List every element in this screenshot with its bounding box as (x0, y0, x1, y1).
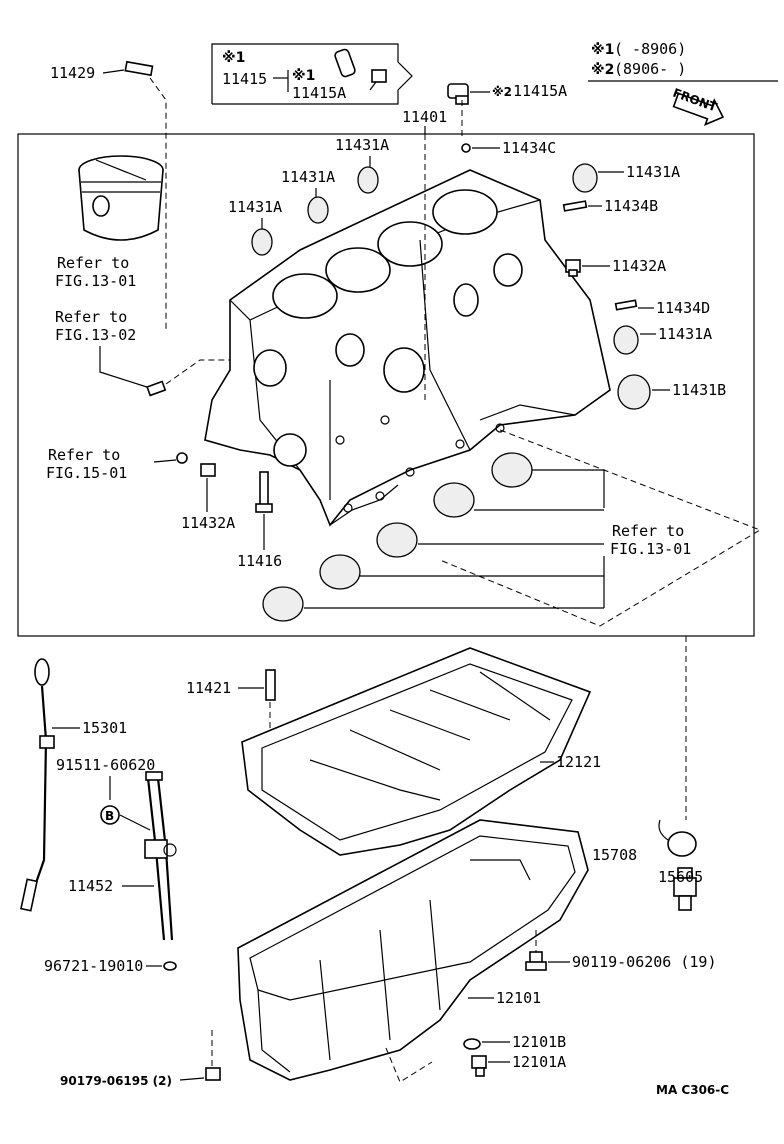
cylinder-block (204, 169, 611, 527)
label-11401: 11401 (402, 108, 447, 126)
label-12101B: 12101B (512, 1033, 566, 1051)
plug-1302-icon (146, 380, 167, 397)
label-11431B: 11431B (672, 381, 726, 399)
switch-15605-icon (673, 867, 697, 911)
label-11431A-l1: 11431A (281, 168, 335, 186)
drain-plug-12101A-icon (471, 1055, 487, 1077)
label-15301: 15301 (82, 719, 127, 737)
label-11432A-l: 11432A (181, 514, 235, 532)
label-90119: 90119-06206 (19) (572, 953, 717, 971)
label-12121: 12121 (556, 753, 601, 771)
plug-11432A-r-icon (565, 259, 581, 277)
plug-11431A-r2-icon (613, 325, 639, 355)
plug-11431A-r1-icon (572, 163, 598, 193)
label-11431A-r2: 11431A (658, 325, 712, 343)
pin-11434D-icon (614, 299, 638, 311)
inset-sub-part: 11415A (292, 84, 346, 102)
dipstick-15301 (20, 658, 55, 912)
pin-11434C-icon (461, 143, 471, 153)
plug-11432A-l-icon (200, 463, 216, 477)
main-bearings (262, 452, 533, 622)
legend: ※1 ( -8906) ※2 (8906- ) FRONT (588, 40, 778, 126)
bolt-11415A-icon (447, 83, 469, 105)
bolt-90119-icon (525, 951, 547, 971)
label-11431A-l2: 11431A (228, 198, 282, 216)
label-15708: 15708 (592, 846, 637, 864)
label-11434B: 11434B (604, 197, 658, 215)
label-11432A-r: 11432A (612, 257, 666, 275)
plug-1501-icon (176, 452, 188, 464)
label-96721: 96721-19010 (44, 957, 143, 975)
ref-1501-line2: FIG.15-01 (46, 464, 127, 482)
legend-note1-text: ( -8906) (614, 40, 686, 58)
diagram-code: MA C306-C (656, 1083, 729, 1097)
baffle-12121 (241, 647, 592, 856)
legend-note2-mark: ※2 (591, 62, 614, 78)
label-90179: 90179-06195 (2) (60, 1074, 172, 1088)
ref-1301c-line2: FIG.13-01 (610, 540, 691, 558)
plug-11431A-l2-icon (251, 228, 273, 256)
legend-note2-text: (8906- ) (614, 60, 686, 78)
inset-mark: ※1 (222, 50, 245, 66)
label-11416: 11416 (237, 552, 282, 570)
plug-11431A-top-icon (357, 166, 379, 194)
guide-11452 (144, 771, 177, 941)
pin-11434B-icon (562, 200, 588, 212)
label-91511: 91511-60620 (56, 756, 155, 774)
label-11431A-top: 11431A (335, 136, 389, 154)
label-11452: 11452 (68, 877, 113, 895)
label-11431A-r1: 11431A (626, 163, 680, 181)
label-11434D: 11434D (656, 299, 710, 317)
inset-main-part: 11415 (222, 70, 267, 88)
ref-1301-line2: FIG.13-01 (55, 272, 136, 290)
plug-11431B-icon (617, 374, 651, 410)
label-11421: 11421 (186, 679, 231, 697)
ref-1301-line1: Refer to (57, 254, 129, 272)
cylinder-block-frame (17, 133, 755, 637)
stud-11416-icon (255, 471, 273, 513)
legend-note1-mark: ※1 (591, 42, 614, 58)
ref-1301c-line1: Refer to (612, 522, 684, 540)
inset-11415: ※1 11415 ※1 11415A (211, 43, 413, 105)
gasket-12101B-icon (463, 1038, 481, 1050)
label-12101: 12101 (496, 989, 541, 1007)
label-15605-visible: 15605 (658, 868, 703, 886)
oil-pan-12101 (237, 819, 589, 1081)
label-11415A-2-mark: ※2 (492, 85, 512, 99)
label-11434C: 11434C (502, 139, 556, 157)
ref-1302-line2: FIG.13-02 (55, 326, 136, 344)
ref-1302-line1: Refer to (55, 308, 127, 326)
inset-sub-mark: ※1 (292, 68, 315, 84)
label-11415A-2: 11415A (513, 82, 567, 100)
sensor-15708-icon (658, 819, 697, 857)
plug-11431A-l1-icon (307, 196, 329, 224)
piston-icon (78, 155, 164, 241)
bolt-icon (334, 48, 387, 91)
stud-bolt-11429-icon (124, 60, 154, 77)
label-11429: 11429 (50, 64, 95, 82)
front-arrow-icon (672, 92, 725, 126)
ref-1501-line1: Refer to (48, 446, 120, 464)
stud-11421-icon (265, 669, 276, 701)
b-mark-icon (100, 805, 120, 825)
bolt-90179-icon (205, 1067, 221, 1081)
oring-96721-icon (163, 961, 177, 971)
b-mark-label: B (105, 809, 114, 823)
label-12101A: 12101A (512, 1053, 566, 1071)
